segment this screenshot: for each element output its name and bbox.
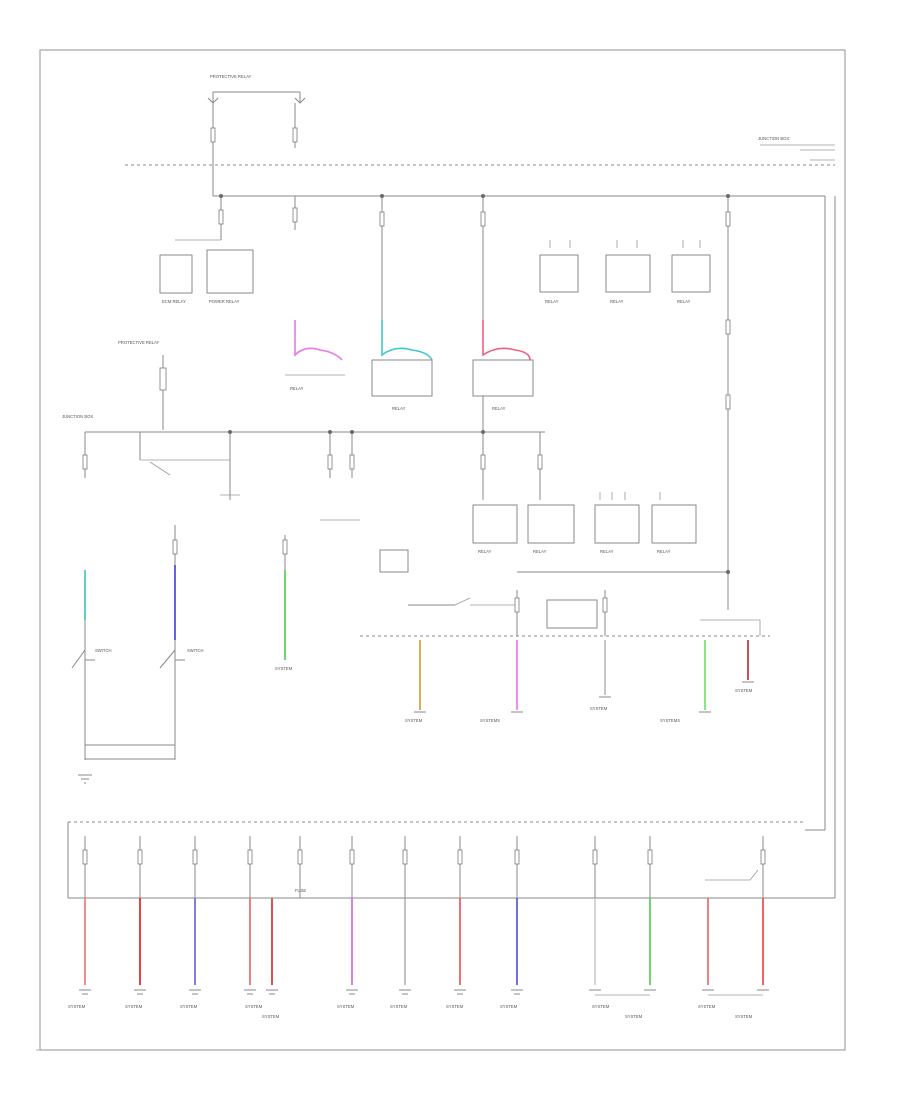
bottom-system-wire-7: SYSTEM <box>390 898 411 1009</box>
relay-box-label-3: RELAY <box>545 299 559 304</box>
bottom-system-label-13: SYSTEM <box>735 1014 753 1019</box>
bottom-system-label-11: SYSTEM <box>625 1014 643 1019</box>
left-switch-label-2: SWITCH <box>187 648 204 653</box>
bottom-system-label-10: SYSTEM <box>592 1004 610 1009</box>
left-switch-blue: SWITCH <box>78 525 204 784</box>
bottom-system-label-1: SYSTEM <box>68 1004 86 1009</box>
relay-box-label-4: RELAY <box>610 299 624 304</box>
bottom-system-wire-8: SYSTEM <box>446 898 466 1009</box>
junction-box-note: JUNCTION BOX <box>758 136 789 141</box>
left-protective-relay: PROTECTIVE RELAY JUNCTION BOX <box>62 340 167 430</box>
mid-wire-darkred: SYSTEM <box>735 640 754 693</box>
bottom-system-label-7: SYSTEM <box>390 1004 408 1009</box>
bottom-system-label-6: SYSTEM <box>337 1004 355 1009</box>
diagram-frame <box>39 49 846 1051</box>
mid-wire-green: SYSTEMS <box>660 640 711 723</box>
bottom-system-wire-4: SYSTEM <box>244 898 263 1009</box>
bottom-system-wire-11: SYSTEM <box>625 898 656 1019</box>
relay-box-label-2: POWER RELAY <box>209 299 240 304</box>
left-switch-label-3: SYSTEM <box>275 666 293 671</box>
colored-relay-red: RELAY <box>472 320 534 411</box>
bottom-system-label-2: SYSTEM <box>125 1004 143 1009</box>
mid-wire-label-3: SYSTEM <box>590 706 608 711</box>
bottom-system-wire-2: SYSTEM <box>125 898 146 1009</box>
mid-wire-label-1: SYSTEM <box>405 718 423 723</box>
bottom-system-label-8: SYSTEM <box>446 1004 464 1009</box>
left-relay-label: PROTECTIVE RELAY <box>118 340 160 345</box>
left-switch-label-1: SWITCH <box>95 648 112 653</box>
mid-relay-label-4: RELAY <box>657 549 671 554</box>
top-protective-relay: PROTECTIVE RELAY <box>207 74 306 148</box>
ecm-relay-group: ECM RELAY POWER RELAY <box>159 239 254 304</box>
mid-wire-pink: SYSTEMS <box>480 640 523 723</box>
left-switch-green: SYSTEM <box>275 519 360 671</box>
mid-relay-label-3: RELAY <box>600 549 614 554</box>
bottom-system-wire-9: SYSTEM <box>500 898 523 1009</box>
colored-relay-label-3: RELAY <box>492 406 506 411</box>
colored-relay-magenta: RELAY <box>285 320 345 391</box>
bottom-system-wire-6: SYSTEM <box>337 898 358 1009</box>
right-relay-group: RELAY RELAY RELAY <box>539 240 711 304</box>
bottom-system-wire-10: SYSTEM <box>589 898 650 1009</box>
top-relay-label: PROTECTIVE RELAY <box>210 74 252 79</box>
bottom-bus-label: FUSE <box>295 888 306 893</box>
bottom-system-wire-3: SYSTEM <box>180 898 201 1009</box>
bottom-system-drops: FUSE <box>82 836 766 898</box>
mid-relay-row: RELAY RELAY RELAY RELAY <box>472 492 730 574</box>
colored-relay-label-1: RELAY <box>290 386 304 391</box>
bottom-system-label-5: SYSTEM <box>262 1014 280 1019</box>
left-switch-cyan: SWITCH <box>71 570 112 760</box>
bottom-system-wire-1: SYSTEM <box>68 898 91 1009</box>
bottom-system-label-3: SYSTEM <box>180 1004 198 1009</box>
secondary-bus-drops <box>82 396 543 500</box>
mid-wire-label-5: SYSTEM <box>735 688 753 693</box>
bottom-system-label-9: SYSTEM <box>500 1004 518 1009</box>
mid-switch-block <box>360 549 770 637</box>
mid-wire-orange: SYSTEM <box>405 640 426 723</box>
bottom-system-label-12: SYSTEM <box>698 1004 716 1009</box>
mid-relay-label-1: RELAY <box>478 549 492 554</box>
colored-relay-cyan: RELAY <box>371 320 433 411</box>
mid-wire-label-2: SYSTEMS <box>480 718 500 723</box>
bottom-system-wire-5: SYSTEM <box>262 898 280 1019</box>
mid-wire-label-4: SYSTEMS <box>660 718 680 723</box>
mid-relay-label-2: RELAY <box>533 549 547 554</box>
bottom-system-wire-12: SYSTEM <box>698 898 763 1009</box>
bottom-system-label-4: SYSTEM <box>245 1004 263 1009</box>
colored-relay-label-2: RELAY <box>392 406 406 411</box>
relay-box-label-1: ECM RELAY <box>162 299 186 304</box>
mid-wire-gray: SYSTEM <box>590 640 611 711</box>
bottom-system-wire-13: SYSTEM <box>735 898 769 1019</box>
left-bus-label: JUNCTION BOX <box>62 414 93 419</box>
main-bus-fuse-drops <box>218 194 731 610</box>
relay-box-label-5: RELAY <box>677 299 691 304</box>
